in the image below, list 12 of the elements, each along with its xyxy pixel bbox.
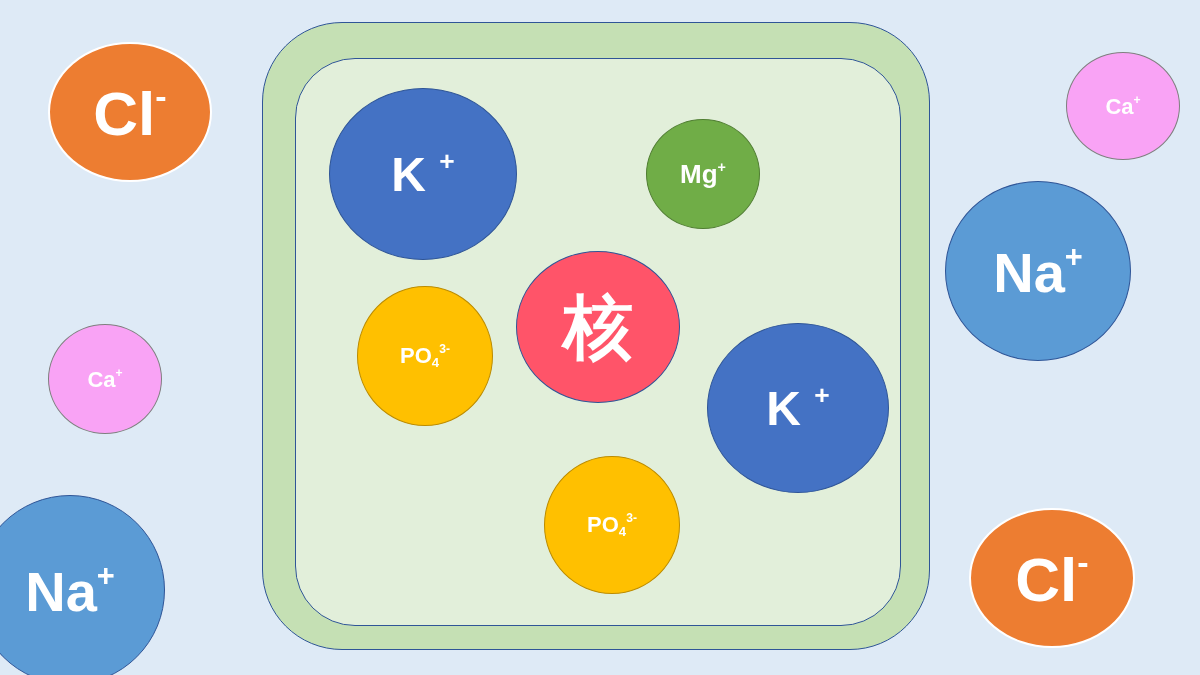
cell-wall — [262, 22, 930, 650]
ion-label: Cl$^{-}$ — [1015, 544, 1089, 612]
cytoplasm-area — [295, 58, 901, 626]
ion-label: Ca$^{+}$ — [87, 367, 123, 391]
ion-label: Mg$^{+}$ — [680, 160, 726, 188]
ion-label: Na$^{+}$ — [993, 241, 1083, 301]
nucleus-label: 核 — [563, 292, 633, 362]
ion-label: Ca$^{+}$ — [1105, 94, 1141, 118]
ion-label: Cl$^{-}$ — [93, 78, 167, 146]
ion-label: K $^{+}$ — [391, 148, 455, 200]
ion-label: Na$^{+}$ — [25, 560, 115, 620]
ion-label: K $^{+}$ — [766, 382, 830, 434]
